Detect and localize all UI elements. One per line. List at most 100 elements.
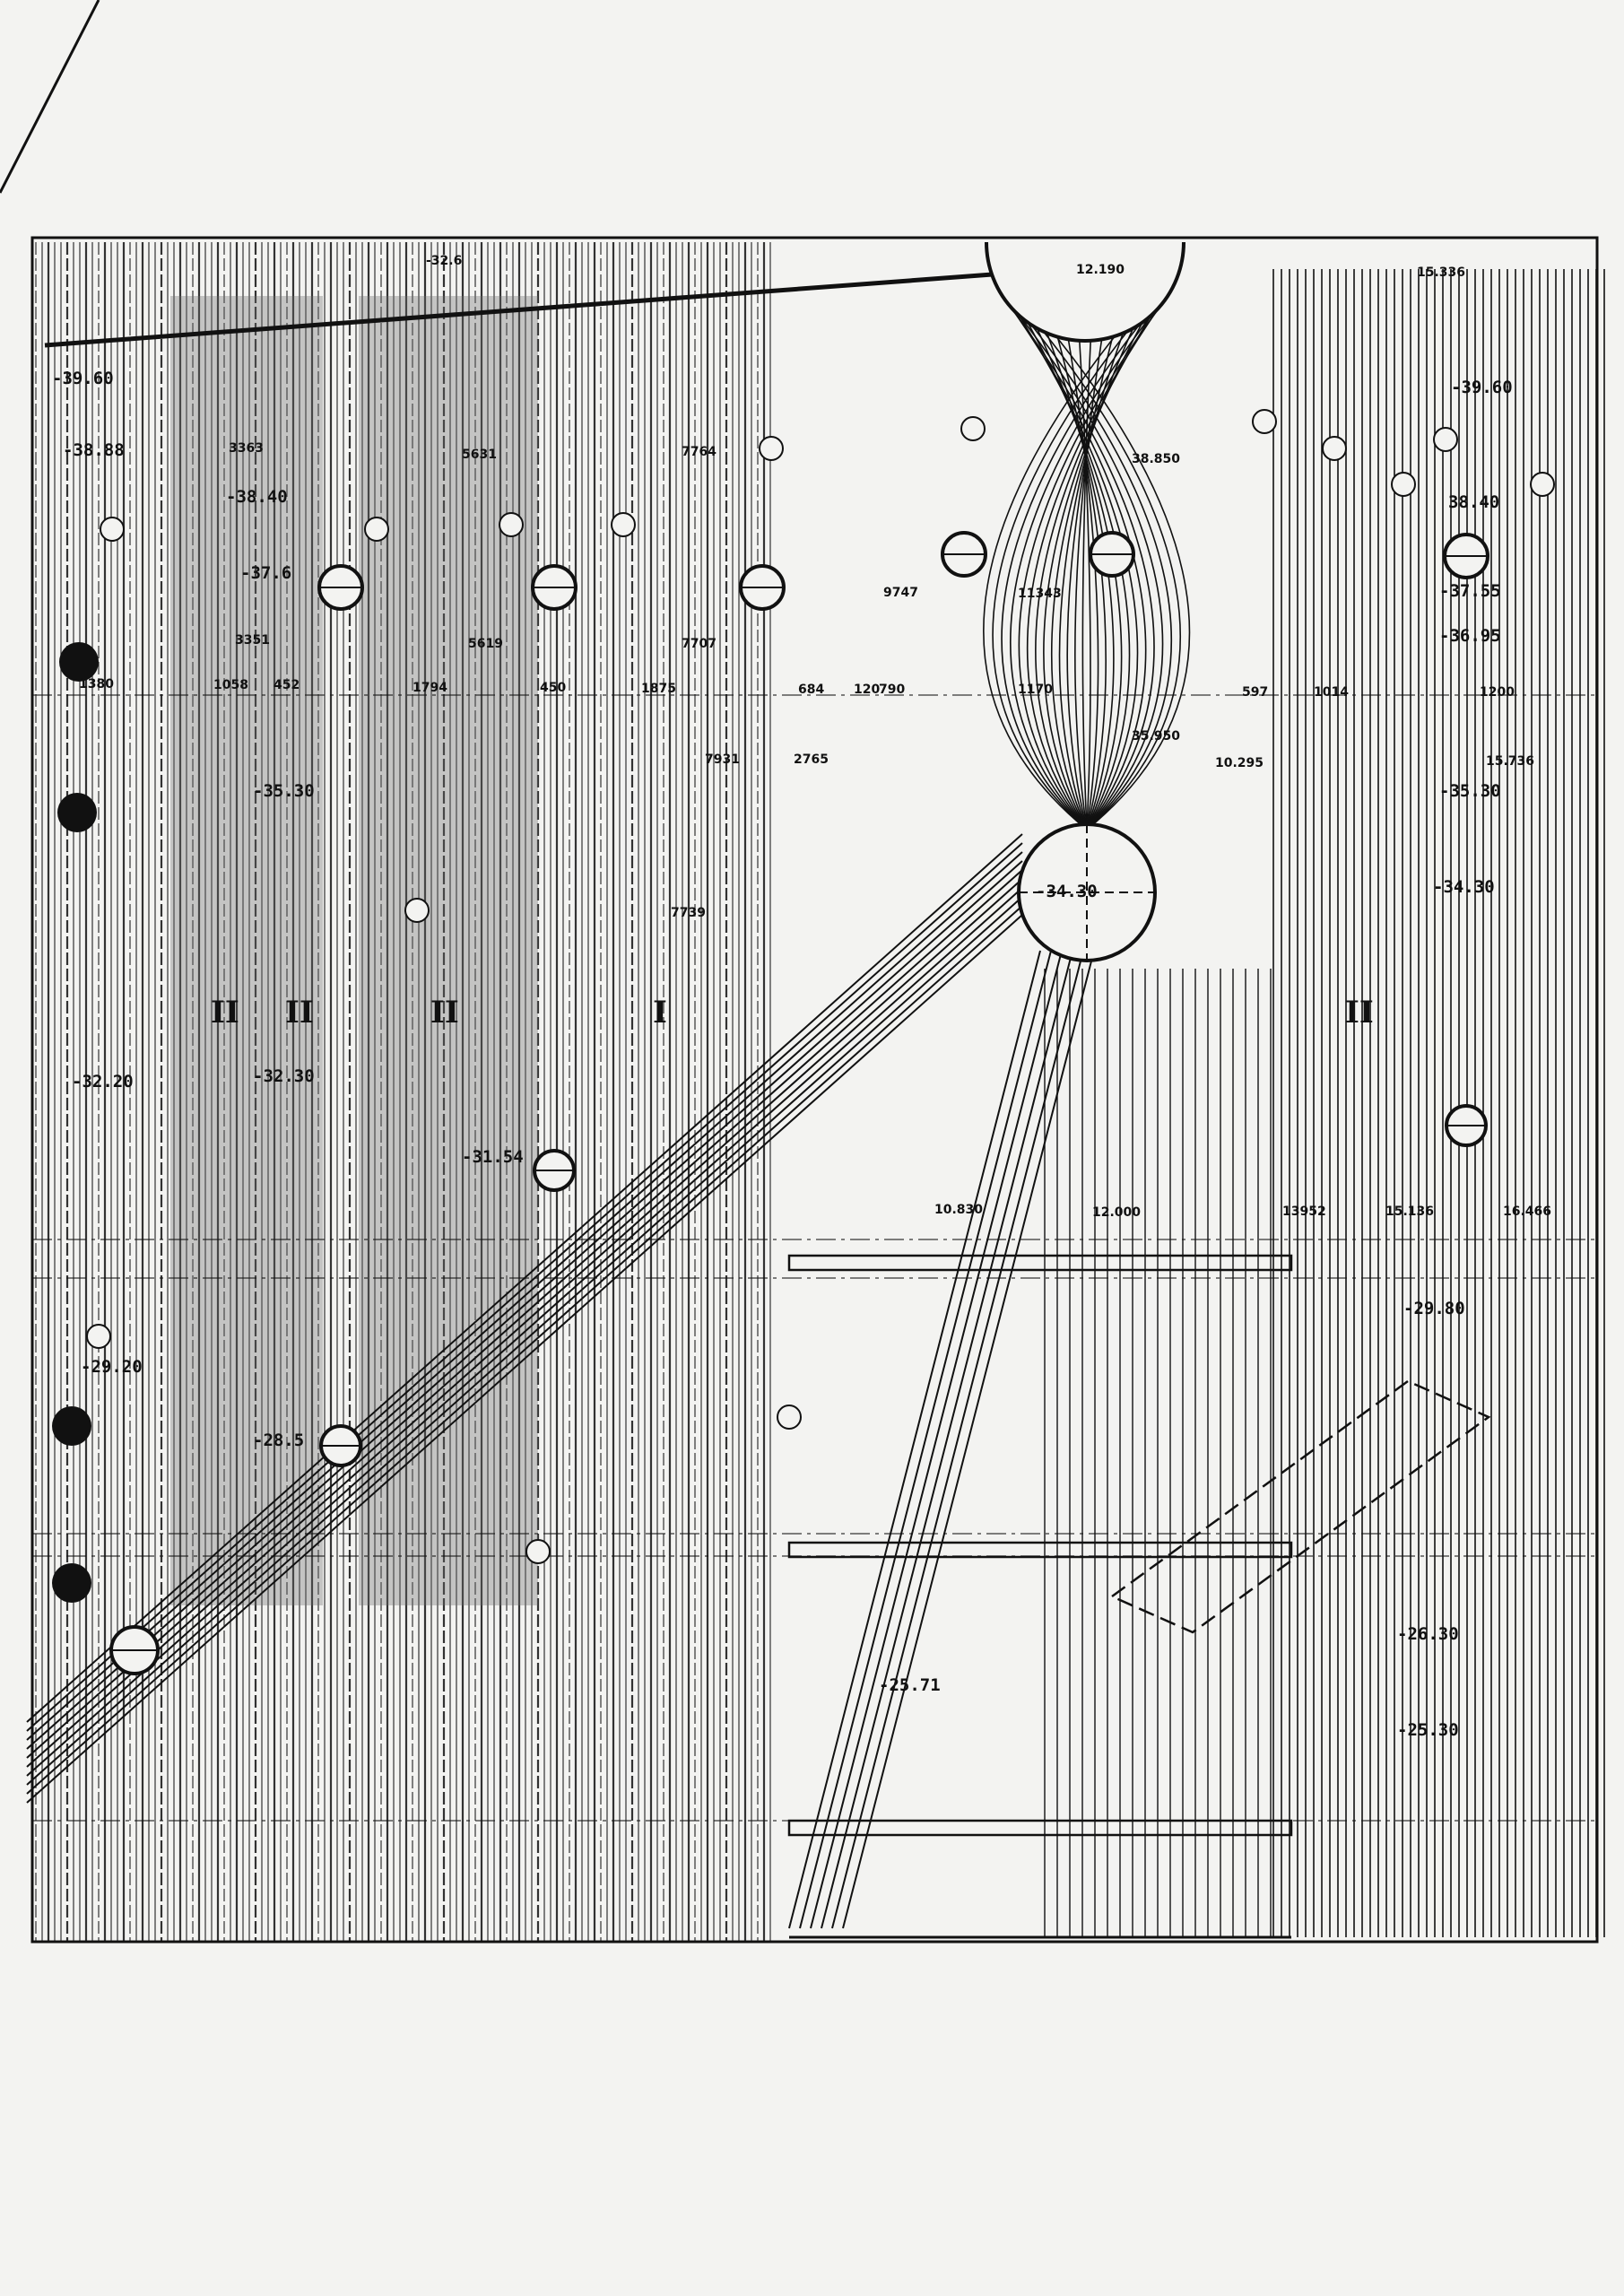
inclined-tube xyxy=(26,842,1023,1732)
reference-bubble xyxy=(960,416,986,441)
dimension-text: 7931 xyxy=(705,752,740,767)
reference-bubble xyxy=(1391,472,1416,497)
dimension-text: 597 xyxy=(1242,685,1268,700)
tube-band-shade xyxy=(170,296,323,1605)
radial-tube xyxy=(1056,336,1107,831)
radial-tube xyxy=(992,267,1181,831)
dimension-labels: -39.60 -38.88 -38.40 -37.6 -35.30 -32.20… xyxy=(52,254,1551,1740)
corner-stroke xyxy=(0,0,100,194)
level-label: -26.30 xyxy=(1397,1624,1459,1644)
dimension-text: 15.736 xyxy=(1486,754,1534,769)
level-label: -32.20 xyxy=(72,1072,134,1091)
radial-tube xyxy=(983,257,1184,831)
reference-bubble xyxy=(404,898,430,923)
inclined-tube xyxy=(810,950,1063,1929)
dimension-text: 16.466 xyxy=(1503,1205,1551,1219)
girder xyxy=(787,1819,1293,1837)
level-label: -31.54 xyxy=(462,1147,524,1167)
burner-outline xyxy=(1109,1379,1491,1634)
level-label: -37.55 xyxy=(1439,581,1501,601)
level-label: -35.30 xyxy=(1439,781,1501,801)
level-label: -25.71 xyxy=(879,1675,941,1695)
reference-bubble xyxy=(364,517,389,542)
radial-tube xyxy=(993,278,1172,831)
dimension-text: 684 xyxy=(798,683,824,697)
radial-tube xyxy=(1074,339,1103,831)
radial-tube xyxy=(1018,315,1139,831)
radial-tube xyxy=(1027,307,1160,831)
reference-bubble xyxy=(1252,409,1277,434)
inclined-tube xyxy=(821,950,1073,1929)
dimension-text: 11343 xyxy=(1018,587,1062,601)
radial-tube xyxy=(1058,333,1125,831)
dimension-text: 452 xyxy=(274,678,300,692)
upper-drum xyxy=(985,241,1185,343)
radial-tube xyxy=(1010,288,1173,831)
girder xyxy=(787,1541,1293,1559)
dimension-text: 3363 xyxy=(229,441,264,456)
level-label: 38.40 xyxy=(1448,492,1499,512)
dimension-text: 1200 xyxy=(1480,685,1515,700)
reference-bubble xyxy=(100,517,125,542)
inclined-tube xyxy=(831,950,1084,1929)
radial-tube xyxy=(1001,278,1177,831)
reference-bubble xyxy=(525,1539,551,1564)
girder xyxy=(787,1254,1293,1272)
dimension-text: 1380 xyxy=(79,677,114,691)
reference-bubble xyxy=(1322,436,1347,461)
reference-bubble xyxy=(777,1405,802,1430)
dimension-text: 1875 xyxy=(641,682,676,696)
section-numeral: II xyxy=(430,995,459,1031)
radial-tube xyxy=(997,288,1164,831)
drum-level: -34.30 xyxy=(1036,882,1098,901)
inclined-tube xyxy=(842,950,1095,1929)
dimension-text: 450 xyxy=(540,681,566,695)
section-numeral: II xyxy=(285,995,314,1031)
dimension-text: 7739 xyxy=(671,906,706,920)
dimension-text: 790 xyxy=(879,683,905,697)
header-circles xyxy=(86,409,1555,1675)
level-label: -29.80 xyxy=(1403,1299,1465,1318)
reference-bubble xyxy=(1530,472,1555,497)
radial-tube xyxy=(1066,336,1114,831)
punch-holes xyxy=(52,642,99,1603)
level-label: -35.30 xyxy=(253,781,315,801)
radial-tube xyxy=(989,267,1182,831)
level-label: -28.5 xyxy=(253,1431,304,1450)
drawing-frame xyxy=(0,0,1599,1944)
level-label: -32.30 xyxy=(253,1066,315,1086)
dimension-text: 12.190 xyxy=(1076,263,1125,277)
dimension-text: 15.136 xyxy=(1385,1205,1434,1219)
top-header-pipe xyxy=(44,271,1005,348)
dimension-text: 9747 xyxy=(883,586,918,600)
dimension-text: 1170 xyxy=(1018,683,1053,697)
dimension-text: 10.295 xyxy=(1215,756,1264,770)
level-label: -38.88 xyxy=(63,440,125,460)
steam-drum xyxy=(1017,822,1157,962)
dimension-text: 35.950 xyxy=(1132,729,1180,744)
dimension-text: 1058 xyxy=(213,678,248,692)
level-label: -36.95 xyxy=(1439,626,1501,646)
inclined-tube xyxy=(26,905,1023,1795)
inclined-tube xyxy=(26,878,1023,1768)
inclined-tube xyxy=(26,887,1023,1777)
section-numeral: II xyxy=(1345,995,1374,1031)
inclined-tube xyxy=(26,914,1023,1804)
level-label: -38.40 xyxy=(226,487,288,507)
level-label: -25.30 xyxy=(1397,1720,1459,1740)
inclined-tube xyxy=(26,869,1023,1759)
dimension-text: 1014 xyxy=(1314,685,1349,700)
inclined-tube xyxy=(799,950,1052,1929)
section-numeral: II xyxy=(211,995,239,1031)
radial-tube xyxy=(986,257,1191,831)
dimension-text: 7764 xyxy=(682,445,716,459)
dimension-text: 38.850 xyxy=(1132,452,1180,466)
dimension-text: 1794 xyxy=(413,681,447,695)
dimension-text: 5619 xyxy=(468,637,503,651)
dimension-text: 2765 xyxy=(794,752,829,767)
reference-bubble xyxy=(611,512,636,537)
dimension-text: 15.336 xyxy=(1417,265,1465,280)
radial-tube xyxy=(1003,298,1155,831)
